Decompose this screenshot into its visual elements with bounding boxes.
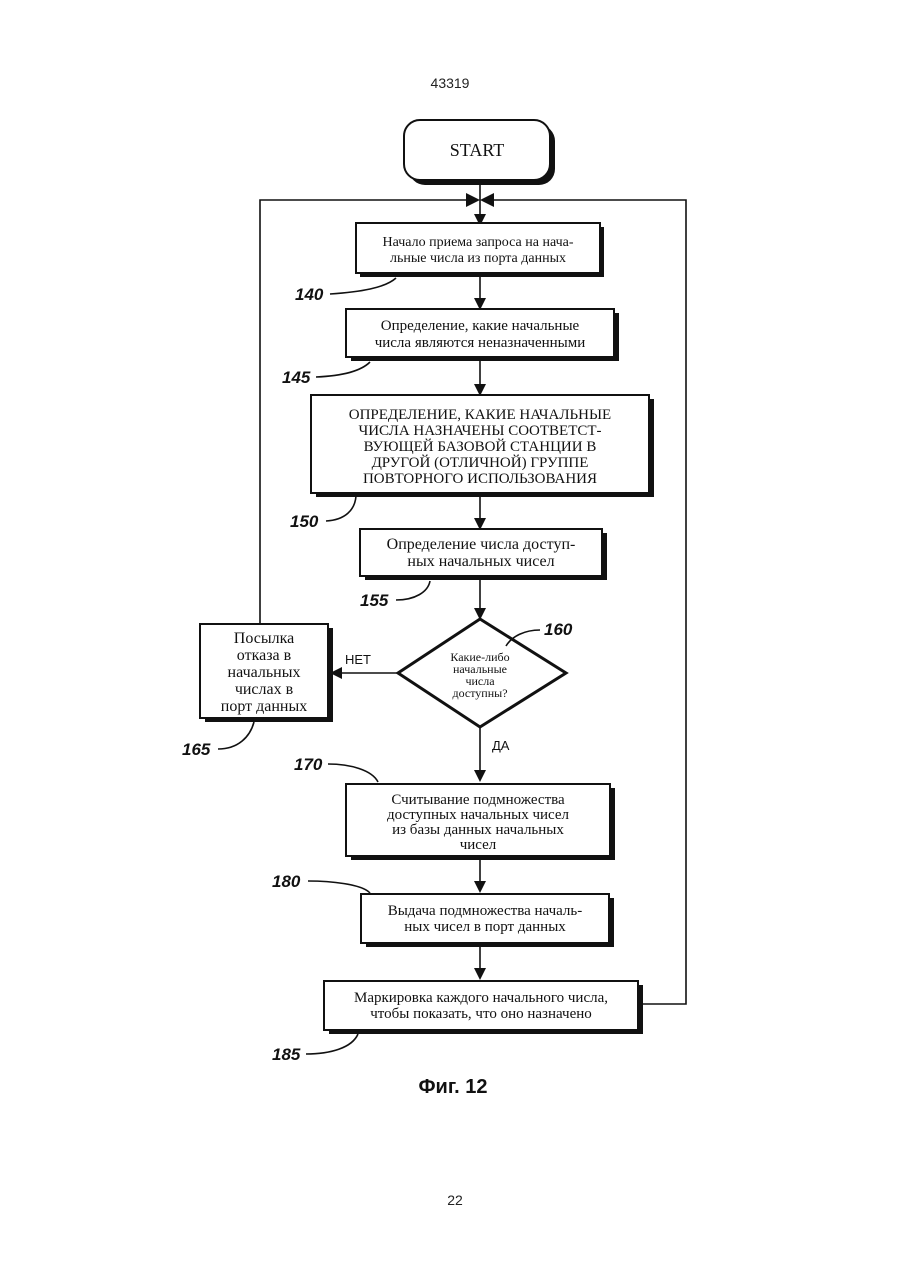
step-150-box: ОПРЕДЕЛЕНИЕ, КАКИЕ НАЧАЛЬНЫЕ ЧИСЛА НАЗНА… <box>311 395 654 497</box>
step-140-line-2: льные числа из порта данных <box>390 251 566 266</box>
step-170-line-1: Считывание подмножества <box>391 792 565 808</box>
step-155-line-1: Определение числа доступ- <box>387 536 576 553</box>
step-150-line-2: ЧИСЛА НАЗНАЧЕНЫ СООТВЕТСТ- <box>358 423 601 439</box>
step-165-line-5: порт данных <box>221 698 307 715</box>
leader-155 <box>396 581 430 600</box>
step-165-line-1: Посылка <box>234 630 294 647</box>
step-165-line-4: числах в <box>235 681 294 698</box>
page-number: 22 <box>447 1192 463 1208</box>
step-170-line-2: доступных начальных чисел <box>387 807 570 823</box>
step-180-line-2: ных чисел в порт данных <box>404 919 566 935</box>
ref-160: 160 <box>544 620 573 639</box>
decision-160-line-4: доступны? <box>452 686 507 700</box>
ref-170: 170 <box>294 755 323 774</box>
ref-145: 145 <box>282 368 311 387</box>
document-number: 43319 <box>431 75 470 91</box>
step-150-line-3: ВУЮЩЕЙ БАЗОВОЙ СТАНЦИИ В <box>364 438 597 455</box>
merge-arrow-right <box>480 193 494 207</box>
step-180-line-1: Выдача подмножества началь- <box>388 903 583 919</box>
leader-145 <box>316 362 370 377</box>
start-label: START <box>450 140 504 160</box>
ref-180: 180 <box>272 872 301 891</box>
step-155-line-2: ных начальных чисел <box>407 553 554 570</box>
step-150-line-5: ПОВТОРНОГО ИСПОЛЬЗОВАНИЯ <box>363 471 597 487</box>
figure-caption: Фиг. 12 <box>418 1076 487 1098</box>
step-165-box: Посылка отказа в начальных числах в порт… <box>200 624 333 722</box>
merge-arrow-left <box>466 193 480 207</box>
leader-140 <box>330 278 396 294</box>
step-185-box: Маркировка каждого начального числа, что… <box>324 981 643 1034</box>
ref-185: 185 <box>272 1045 301 1064</box>
step-145-line-1: Определение, какие начальные <box>381 318 580 334</box>
step-170-box: Считывание подмножества доступных началь… <box>346 784 615 860</box>
step-145-box: Определение, какие начальные числа являю… <box>346 309 619 361</box>
leader-150 <box>326 496 356 521</box>
ref-155: 155 <box>360 591 389 610</box>
step-165-line-2: отказа в <box>237 647 292 664</box>
step-150-line-1: ОПРЕДЕЛЕНИЕ, КАКИЕ НАЧАЛЬНЫЕ <box>349 407 611 423</box>
ref-150: 150 <box>290 512 319 531</box>
step-140-box: Начало приема запроса на нача- льные чис… <box>356 223 604 277</box>
step-180-box: Выдача подмножества началь- ных чисел в … <box>361 894 614 947</box>
ref-165: 165 <box>182 740 211 759</box>
decision-160: Какие-либо начальные числа доступны? <box>398 619 566 727</box>
step-140-line-1: Начало приема запроса на нача- <box>382 235 573 250</box>
branch-yes-label: ДА <box>492 738 510 753</box>
branch-no-label: НЕТ <box>345 652 371 667</box>
leader-170 <box>328 764 378 782</box>
ref-140: 140 <box>295 285 324 304</box>
leader-165 <box>218 722 254 749</box>
leader-180 <box>308 881 370 893</box>
step-150-line-4: ДРУГОЙ (ОТЛИЧНОЙ) ГРУППЕ <box>372 454 589 471</box>
step-170-line-3: из базы данных начальных <box>392 822 564 838</box>
step-185-line-2: чтобы показать, что оно назначено <box>370 1006 592 1022</box>
step-170-line-4: чисел <box>460 837 497 853</box>
step-145-line-2: числа являются неназначенными <box>375 335 586 351</box>
step-155-box: Определение числа доступ- ных начальных … <box>360 529 607 580</box>
leader-185 <box>306 1034 358 1054</box>
start-terminal: START <box>404 120 555 185</box>
step-185-line-1: Маркировка каждого начального числа, <box>354 990 608 1006</box>
step-165-line-3: начальных <box>228 664 301 681</box>
